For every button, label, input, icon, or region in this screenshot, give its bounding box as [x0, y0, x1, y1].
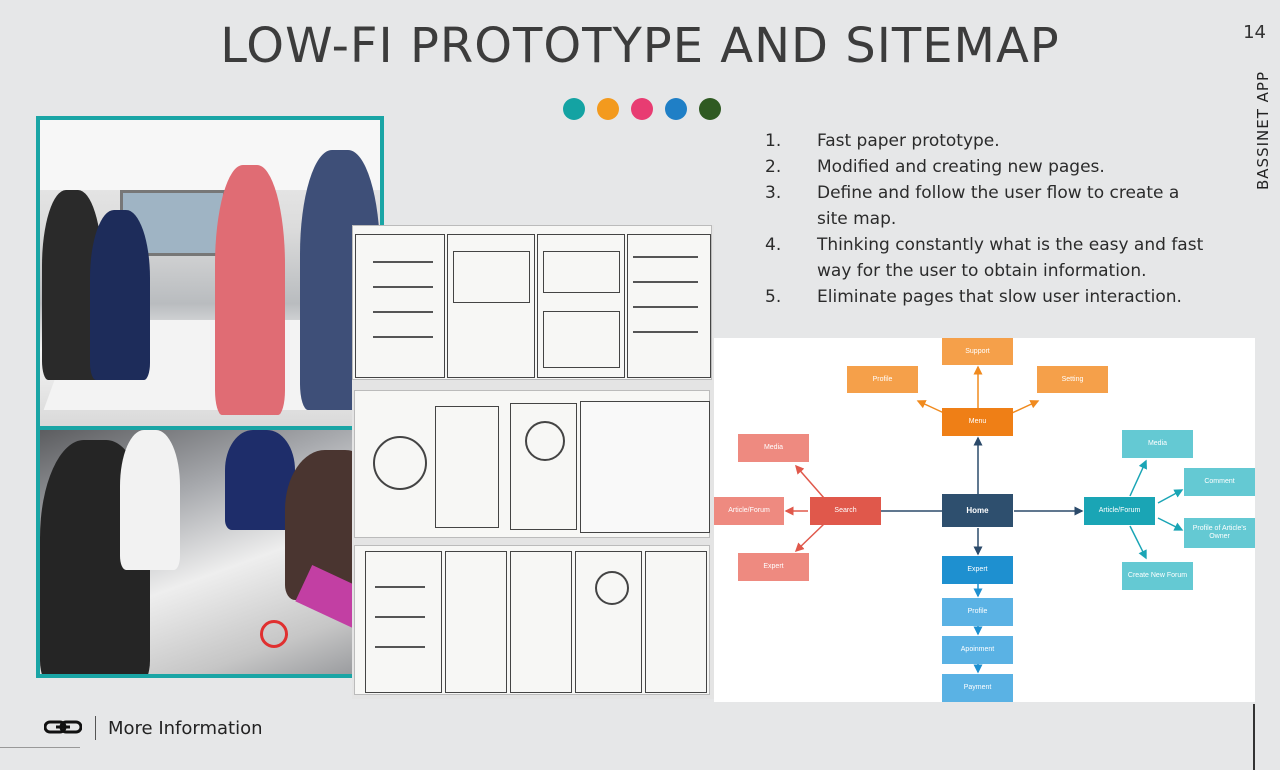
side-label: BASSINET APP	[1250, 60, 1274, 200]
node-profile-owner: Profile of Article's Owner	[1184, 518, 1255, 548]
right-rule	[1253, 704, 1255, 770]
page-title: LOW-FI PROTOTYPE AND SITEMAP	[220, 18, 1060, 74]
link-icon[interactable]	[44, 720, 82, 734]
step-number: 1.	[765, 131, 782, 151]
sketch-screens-row-1	[352, 225, 712, 380]
step-number: 4.	[765, 235, 782, 255]
node-setting: Setting	[1037, 366, 1108, 393]
node-expert: Expert	[942, 556, 1013, 584]
list-item: 4. Thinking constantly what is the easy a…	[765, 232, 1205, 284]
node-media-right: Media	[1122, 430, 1193, 458]
node-search: Search	[810, 497, 881, 525]
team-photo-bottom	[40, 430, 380, 674]
step-number: 2.	[765, 157, 782, 177]
more-information-link[interactable]: More Information	[108, 718, 263, 739]
node-article-forum: Article/Forum	[1084, 497, 1155, 525]
accent-dot-pink	[631, 98, 653, 120]
page-number: 14	[1243, 22, 1266, 43]
node-support: Support	[942, 338, 1013, 365]
node-create-forum: Create New Forum	[1122, 562, 1193, 590]
list-item: 1. Fast paper prototype.	[765, 128, 1205, 154]
sketch-screens-row-2	[354, 390, 710, 538]
accent-dot-orange	[597, 98, 619, 120]
list-item: 2. Modified and creating new pages.	[765, 154, 1205, 180]
team-photo-top	[40, 120, 380, 426]
paper-prototype-sketches	[352, 225, 714, 699]
node-article-forum-left: Article/Forum	[714, 497, 784, 525]
step-text: Define and follow the user flow to creat…	[817, 183, 1180, 229]
steps-list: 1. Fast paper prototype. 2. Modified and c…	[765, 128, 1205, 310]
node-profile-top: Profile	[847, 366, 918, 393]
accent-dot-teal	[563, 98, 585, 120]
footer-rule	[0, 747, 80, 748]
footer-divider	[95, 716, 96, 740]
node-apointment: Apoinment	[942, 636, 1013, 664]
node-menu: Menu	[942, 408, 1013, 436]
list-item: 3. Define and follow the user flow to cre…	[765, 180, 1205, 232]
list-item: 5. Eliminate pages that slow user interac…	[765, 284, 1205, 310]
step-text: Fast paper prototype.	[817, 131, 1000, 151]
step-text: Eliminate pages that slow user interacti…	[817, 287, 1182, 307]
node-payment: Payment	[942, 674, 1013, 702]
node-home: Home	[942, 494, 1013, 527]
side-label-text: BASSINET APP	[1254, 71, 1272, 190]
photo-divider	[40, 426, 380, 430]
node-profile: Profile	[942, 598, 1013, 626]
step-number: 3.	[765, 183, 782, 203]
step-number: 5.	[765, 287, 782, 307]
sitemap-diagram: Support Profile Setting Menu Media Searc…	[714, 338, 1255, 702]
node-comment: Comment	[1184, 468, 1255, 496]
sketch-screens-row-3	[354, 545, 710, 695]
accent-dots	[563, 98, 721, 120]
step-text: Thinking constantly what is the easy and…	[817, 235, 1204, 281]
node-media-left: Media	[738, 434, 809, 462]
accent-dot-blue	[665, 98, 687, 120]
node-expert-left: Expert	[738, 553, 809, 581]
step-text: Modified and creating new pages.	[817, 157, 1105, 177]
accent-dot-green	[699, 98, 721, 120]
team-photo	[36, 116, 384, 678]
